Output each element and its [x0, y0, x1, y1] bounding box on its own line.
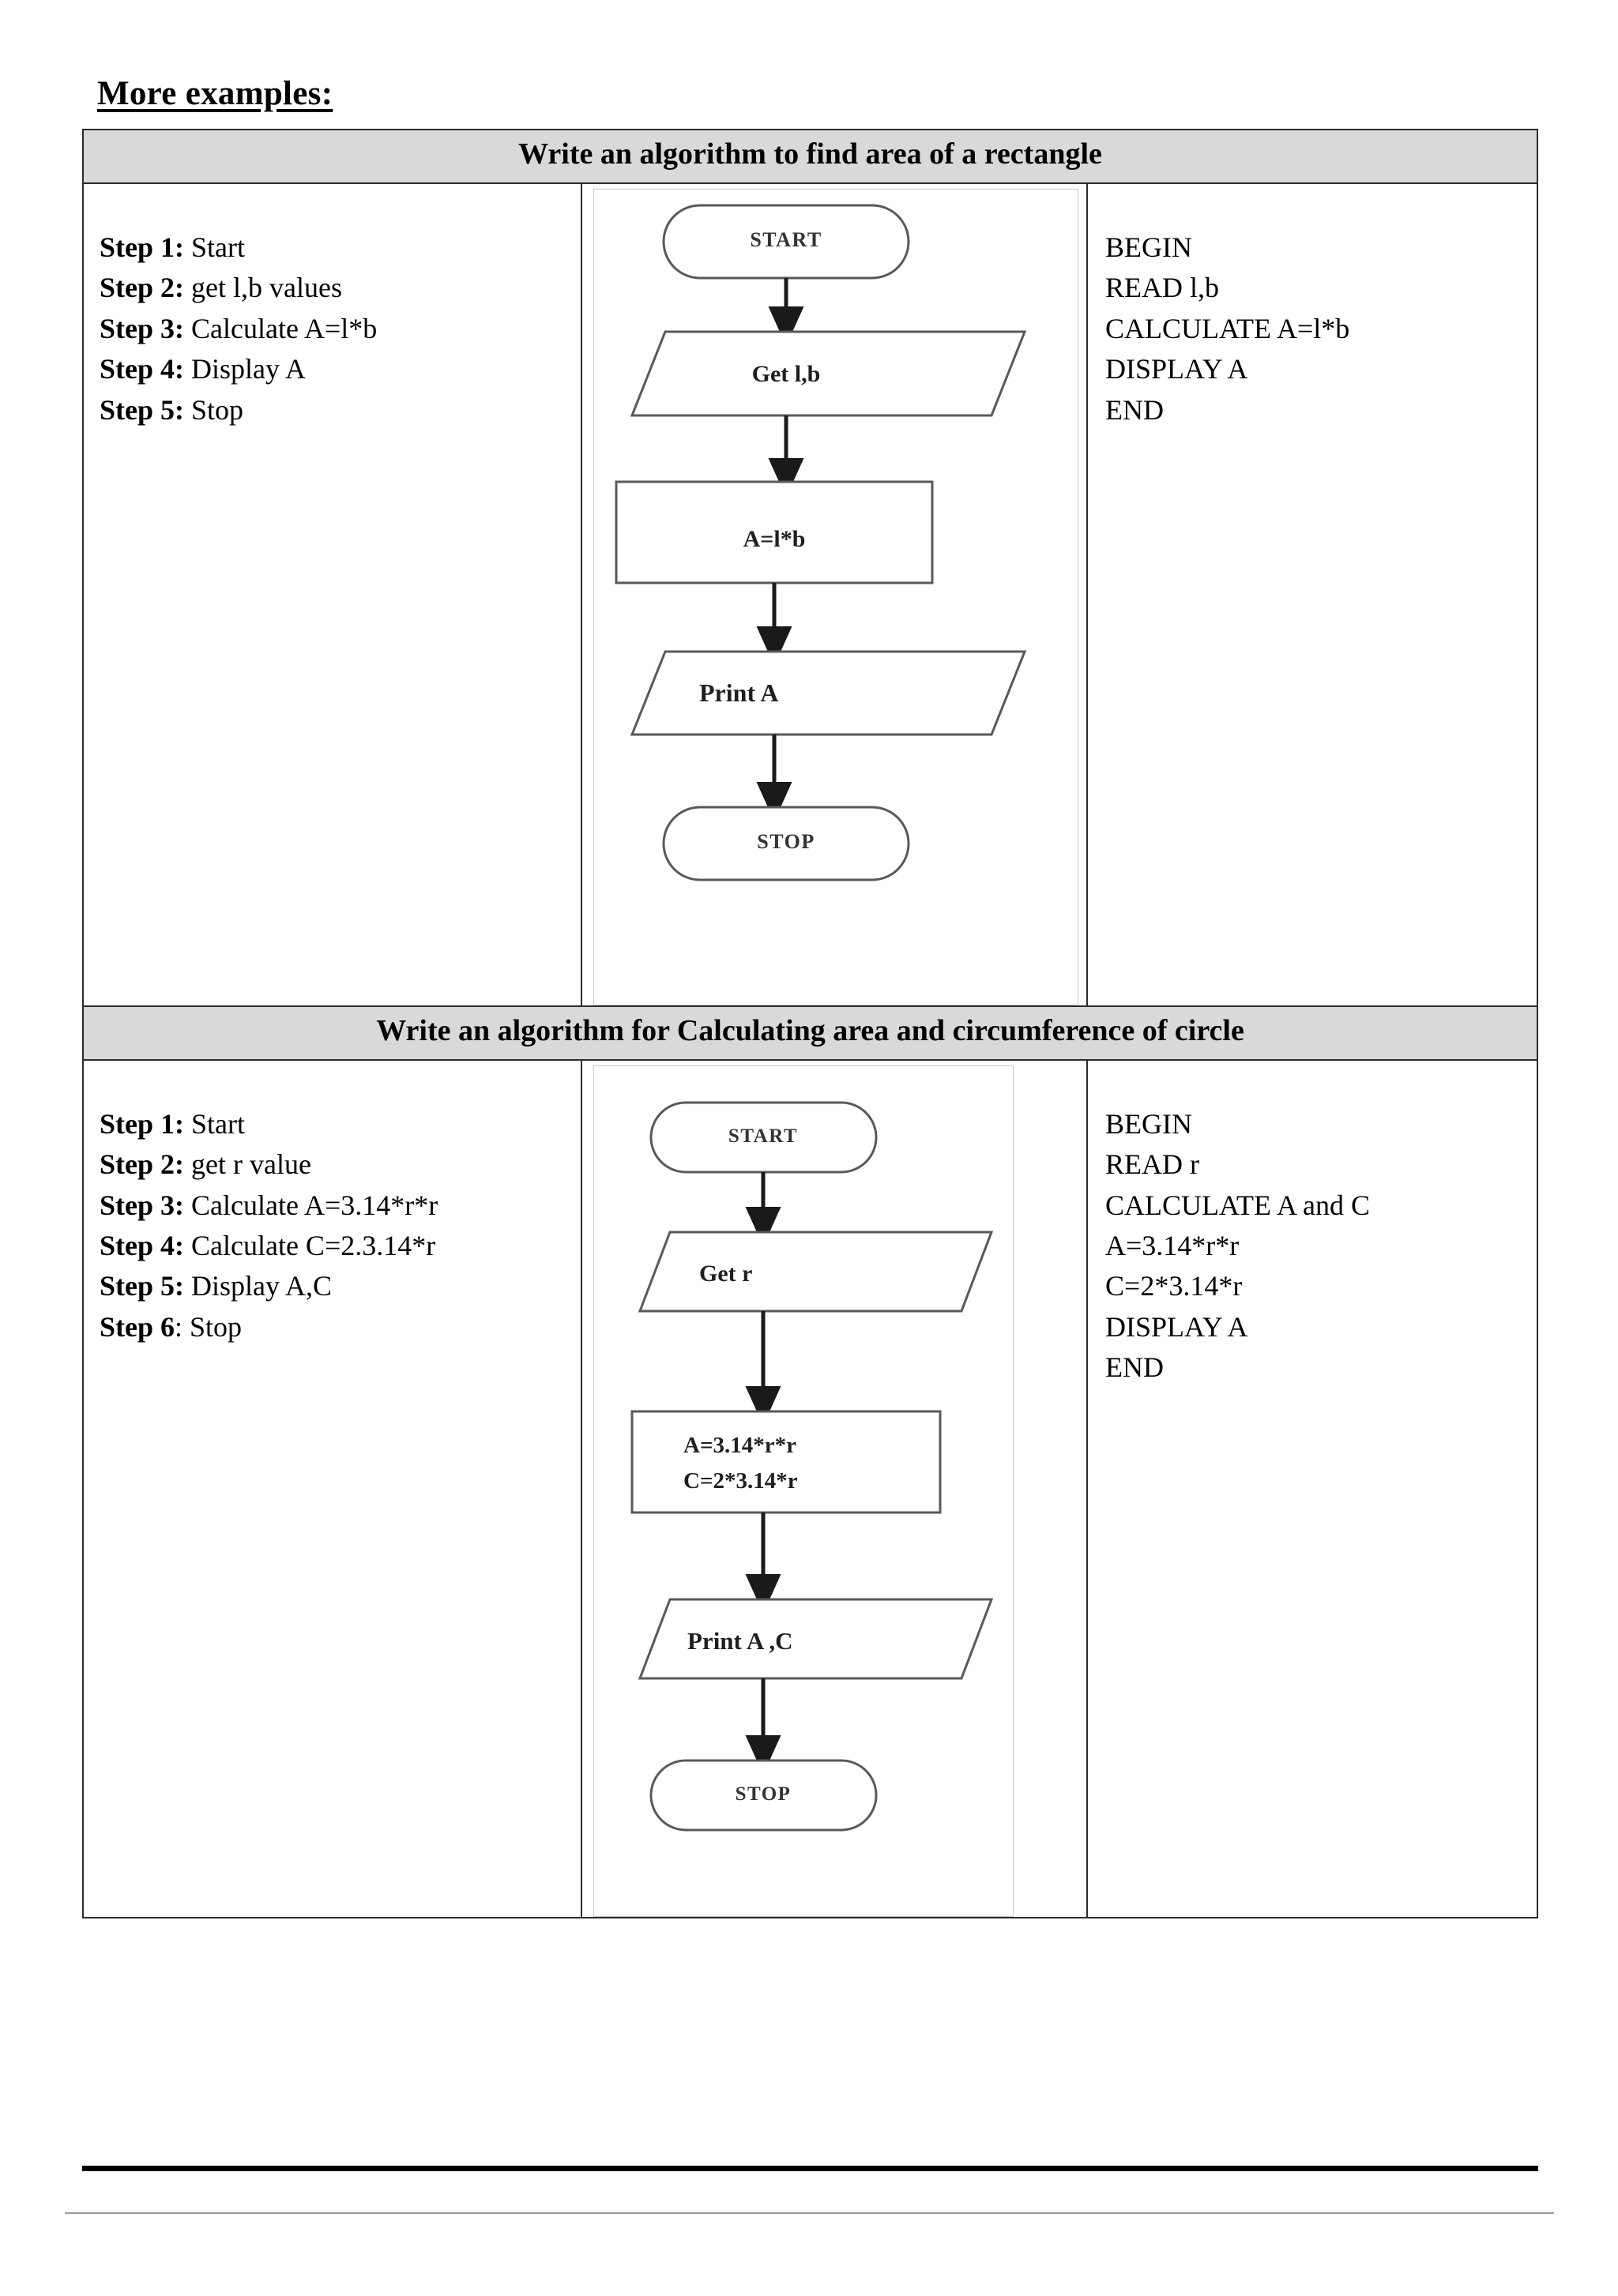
- step-item: Step 3: Calculate A=3.14*r*r: [100, 1186, 581, 1226]
- pseudocode-line: READ l,b: [1105, 272, 1219, 304]
- step-label: Step 4:: [100, 353, 184, 385]
- shape-label-get-r: Get r: [699, 1261, 752, 1287]
- shape-label-print-ac: Print A ,C: [687, 1627, 792, 1655]
- step-item: Step 5: Stop: [100, 390, 581, 430]
- shape-io-print-a: [630, 650, 1027, 736]
- step-text: Display A,C: [191, 1270, 333, 1302]
- shape-label-get-lb: Get l,b: [752, 361, 821, 387]
- step-text: Stop: [191, 393, 244, 426]
- step-label: Step 5:: [100, 1270, 184, 1302]
- section-body-row: Step 1: Start Step 2: get r value Step 3…: [82, 1058, 1539, 1918]
- shape-label-process-line1: A=3.14*r*r: [683, 1433, 796, 1458]
- step-label: Step 1:: [100, 231, 184, 263]
- step-label: Step 5:: [100, 393, 184, 426]
- shape-terminator-stop: [649, 1759, 878, 1832]
- flowchart-svg-rectangle: START Get l,b A=l*b: [615, 204, 1027, 881]
- pseudocode-list: BEGIN READ l,b CALCULATE A=l*b DISPLAY A…: [1088, 184, 1537, 430]
- step-label: Step 3:: [100, 1189, 184, 1221]
- steps-cell-circle: Step 1: Start Step 2: get r value Step 3…: [82, 1058, 582, 1918]
- step-label: Step 2:: [100, 272, 184, 304]
- flowchart-cell-rectangle: START Get l,b A=l*b: [581, 182, 1088, 1007]
- pseudocode-line: READ r: [1105, 1148, 1199, 1181]
- steps-cell-rectangle: Step 1: Start Step 2: get l,b values Ste…: [82, 182, 582, 1007]
- step-text: Calculate C=2.3.14*r: [191, 1230, 436, 1261]
- flowchart-svg-circle: START Get r A=3.14*r*r C=2*3.14*r: [630, 1101, 994, 1832]
- step-text: get r value: [191, 1148, 311, 1181]
- step-item: Step 2: get l,b values: [100, 268, 581, 308]
- shape-io-get-lb: [630, 330, 1027, 417]
- step-label: Step 2:: [100, 1148, 184, 1181]
- pseudocode-line: END: [1105, 1351, 1164, 1384]
- step-text: Display A: [191, 353, 307, 385]
- section-body-row: Step 1: Start Step 2: get l,b values Ste…: [82, 182, 1539, 1007]
- pseudocode-line: DISPLAY A: [1105, 1310, 1248, 1343]
- pseudocode-line: CALCULATE A=l*b: [1105, 312, 1350, 344]
- footer-separator: [65, 2212, 1554, 2214]
- step-text: Start: [191, 231, 245, 263]
- flowchart-cell-circle: START Get r A=3.14*r*r C=2*3.14*r: [581, 1058, 1088, 1918]
- pseudocode-line: CALCULATE A and C: [1105, 1189, 1371, 1221]
- shape-label-start: START: [728, 1125, 798, 1147]
- shape-label-start: START: [750, 228, 822, 251]
- shape-process-area-circumference: [630, 1410, 942, 1514]
- step-item: Step 3: Calculate A=l*b: [100, 309, 581, 349]
- step-label: Step 6: [100, 1310, 175, 1343]
- step-item: Step 1: Start: [100, 1104, 581, 1144]
- step-item: Step 4: Calculate C=2.3.14*r: [100, 1226, 581, 1266]
- page-title: More examples:: [97, 75, 333, 112]
- step-label: Step 3:: [100, 312, 184, 344]
- step-item: Step 6: Stop: [100, 1307, 581, 1347]
- shape-process-area: [615, 480, 934, 584]
- table-bottom-border: [82, 2166, 1538, 2171]
- section-header-row: Write an algorithm for Calculating area …: [81, 1005, 1539, 1061]
- pseudocode-line: BEGIN: [1105, 231, 1192, 263]
- pseudocode-line: DISPLAY A: [1105, 353, 1248, 385]
- pseudocode-cell-circle: BEGIN READ r CALCULATE A and C A=3.14*r*…: [1086, 1058, 1539, 1918]
- step-text: Calculate A=l*b: [191, 312, 378, 344]
- steps-list: Step 1: Start Step 2: get l,b values Ste…: [84, 184, 581, 430]
- shape-terminator-stop: [662, 806, 910, 881]
- pseudocode-cell-rectangle: BEGIN READ l,b CALCULATE A=l*b DISPLAY A…: [1086, 182, 1539, 1007]
- step-item: Step 4: Display A: [100, 349, 581, 389]
- step-colon: :: [175, 1310, 183, 1343]
- step-text: Calculate A=3.14*r*r: [191, 1189, 438, 1221]
- steps-list: Step 1: Start Step 2: get r value Step 3…: [84, 1061, 581, 1348]
- step-item: Step 1: Start: [100, 227, 581, 268]
- section-title-rectangle: Write an algorithm to find area of a rec…: [81, 129, 1539, 184]
- shape-label-stop: STOP: [757, 830, 815, 853]
- pseudocode-line: BEGIN: [1105, 1107, 1192, 1140]
- step-text: Stop: [190, 1310, 243, 1343]
- flowchart-image-rectangle: START Get l,b A=l*b: [593, 188, 1078, 1005]
- shape-io-get-r: [638, 1231, 994, 1313]
- step-item: Step 2: get r value: [100, 1144, 581, 1185]
- pseudocode-line: C=2*3.14*r: [1105, 1270, 1243, 1302]
- examples-table: Write an algorithm to find area of a rec…: [81, 129, 1539, 1918]
- shape-label-process-area: A=l*b: [743, 526, 806, 552]
- flowchart-image-circle: START Get r A=3.14*r*r C=2*3.14*r: [593, 1065, 1014, 1917]
- section-title-circle: Write an algorithm for Calculating area …: [81, 1005, 1539, 1061]
- step-label: Step 4:: [100, 1230, 184, 1261]
- step-label: Step 1:: [100, 1107, 184, 1140]
- section-header-row: Write an algorithm to find area of a rec…: [81, 129, 1539, 184]
- step-item: Step 5: Display A,C: [100, 1266, 581, 1306]
- step-text: get l,b values: [191, 272, 342, 304]
- pseudocode-list: BEGIN READ r CALCULATE A and C A=3.14*r*…: [1088, 1061, 1537, 1388]
- shape-io-print-ac: [638, 1598, 994, 1680]
- shape-label-stop: STOP: [736, 1783, 792, 1805]
- pseudocode-line: END: [1105, 393, 1164, 426]
- shape-label-process-line2: C=2*3.14*r: [683, 1468, 798, 1494]
- step-text: Start: [191, 1107, 245, 1140]
- shape-label-print-a: Print A: [699, 678, 778, 707]
- pseudocode-line: A=3.14*r*r: [1105, 1230, 1240, 1261]
